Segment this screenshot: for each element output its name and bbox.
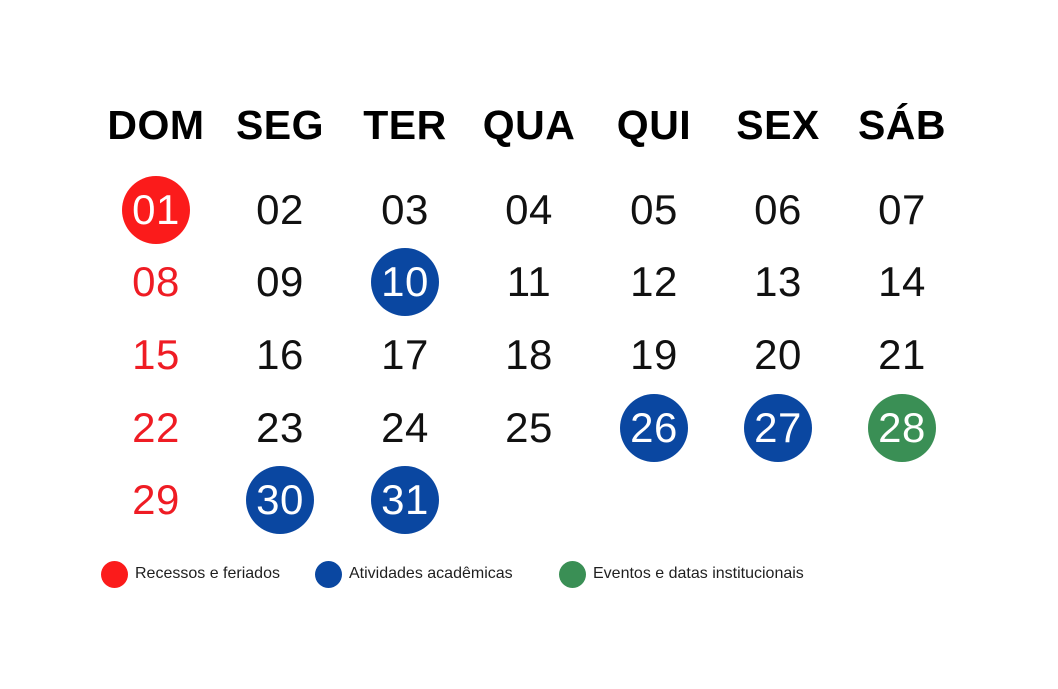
calendar-day-26[interactable]: 26	[620, 394, 688, 462]
holiday-dot-icon	[101, 560, 128, 588]
legend-item-holiday: Recessos e feriados	[101, 560, 280, 588]
weekday-ter: TER	[363, 102, 447, 148]
calendar-day-24[interactable]: 24	[381, 404, 429, 451]
weekday-qui: QUI	[616, 102, 692, 148]
calendar-day-15[interactable]: 15	[132, 331, 180, 378]
legend-label-holiday: Recessos e feriados	[135, 565, 280, 582]
calendar-day-17[interactable]: 17	[381, 331, 429, 378]
weekday-sex: SEX	[736, 102, 820, 148]
calendar-day-22[interactable]: 22	[132, 404, 180, 451]
calendar-day-09[interactable]: 09	[256, 258, 304, 305]
calendar-day-06[interactable]: 06	[754, 186, 802, 233]
calendar-day-25[interactable]: 25	[505, 404, 553, 451]
calendar-day-13[interactable]: 13	[754, 258, 802, 305]
institutional-dot-icon	[559, 560, 586, 588]
calendar-day-12[interactable]: 12	[630, 258, 678, 305]
legend-item-institutional: Eventos e datas institucionais	[559, 560, 804, 588]
calendar-day-20[interactable]: 20	[754, 331, 802, 378]
weekday-dom: DOM	[107, 102, 205, 148]
weekday-qua: QUA	[482, 102, 576, 148]
calendar-day-05[interactable]: 05	[630, 186, 678, 233]
weekday-sab: SÁB	[857, 102, 947, 148]
calendar-day-31[interactable]: 31	[371, 466, 439, 534]
legend-label-institutional: Eventos e datas institucionais	[593, 565, 804, 582]
calendar-day-02[interactable]: 02	[256, 186, 304, 233]
calendar-day-03[interactable]: 03	[381, 186, 429, 233]
calendar-day-10[interactable]: 10	[371, 248, 439, 316]
calendar-day-11[interactable]: 11	[506, 258, 552, 305]
calendar-day-27[interactable]: 27	[744, 394, 812, 462]
legend-item-academic: Atividades acadêmicas	[315, 560, 513, 588]
calendar-day-28[interactable]: 28	[868, 394, 936, 462]
calendar-day-21[interactable]: 21	[878, 331, 926, 378]
calendar-day-29[interactable]: 29	[132, 476, 180, 523]
calendar-day-18[interactable]: 18	[505, 331, 553, 378]
calendar-day-16[interactable]: 16	[256, 331, 304, 378]
academic-dot-icon	[315, 560, 342, 588]
legend-label-academic: Atividades acadêmicas	[349, 565, 513, 582]
calendar-day-07[interactable]: 07	[878, 186, 926, 233]
calendar-day-04[interactable]: 04	[505, 186, 553, 233]
calendar-day-23[interactable]: 23	[256, 404, 304, 451]
calendar-day-30[interactable]: 30	[246, 466, 314, 534]
calendar-day-01[interactable]: 01	[122, 176, 190, 244]
calendar-day-14[interactable]: 14	[878, 258, 926, 305]
weekday-seg: SEG	[235, 102, 325, 148]
calendar-day-19[interactable]: 19	[630, 331, 678, 378]
calendar-day-08[interactable]: 08	[132, 258, 180, 305]
